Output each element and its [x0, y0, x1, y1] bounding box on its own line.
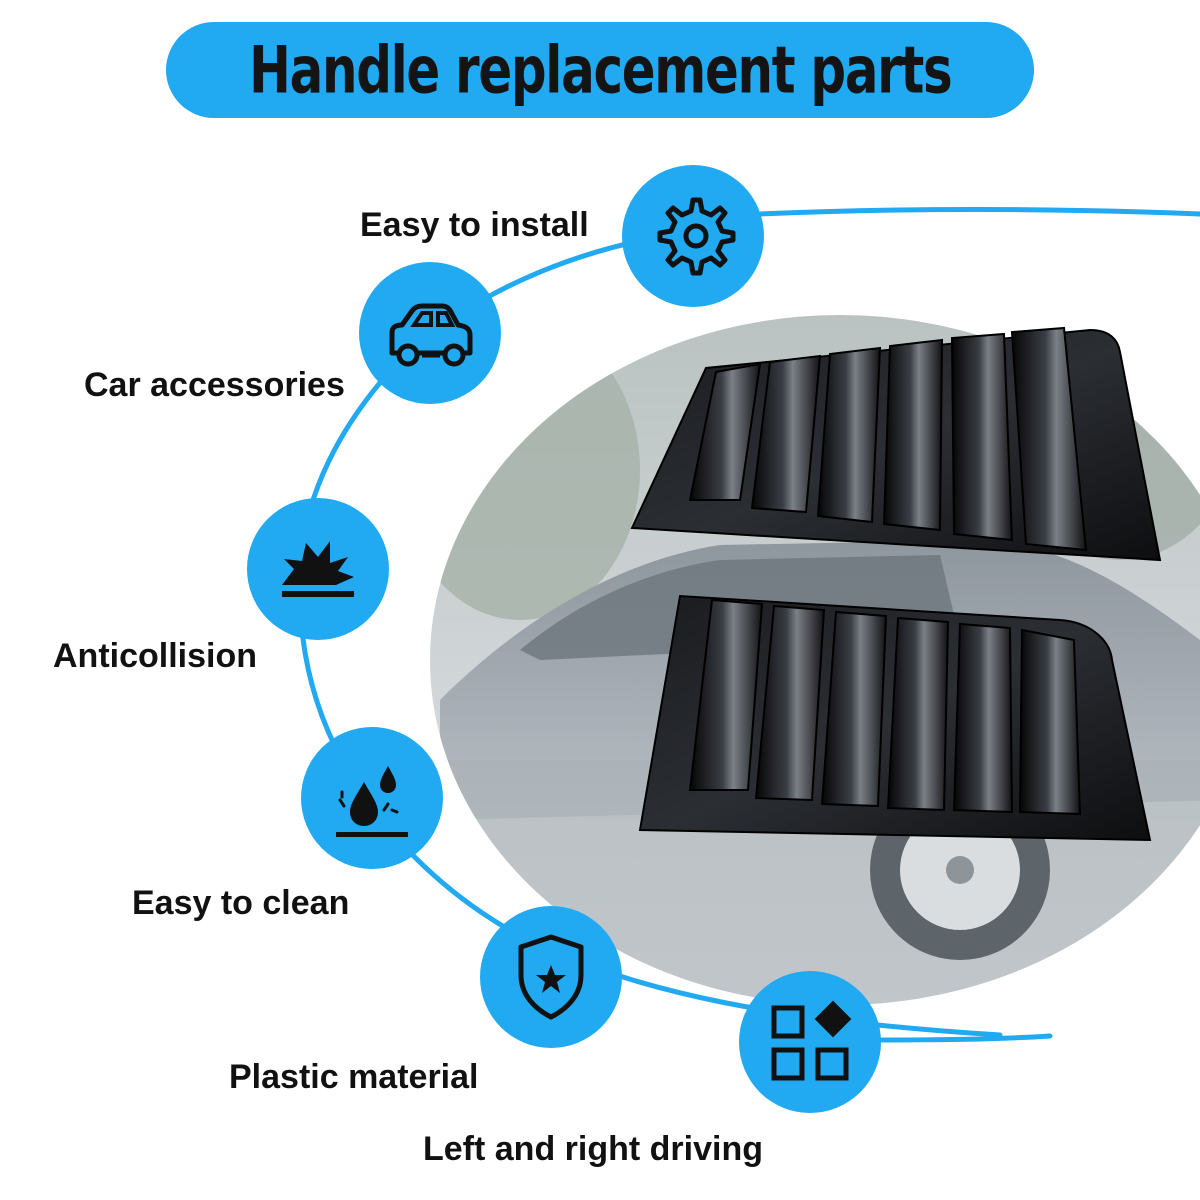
shapes-grid-icon — [771, 1000, 852, 1081]
feature-arc-tail — [877, 1033, 1053, 1043]
shield-star-icon — [518, 934, 584, 1020]
feature-plastic — [480, 906, 622, 1048]
water-drops-icon — [336, 766, 408, 837]
impact-burst-icon — [282, 541, 354, 597]
feature-car — [359, 262, 501, 404]
gear-icon — [657, 197, 736, 276]
feature-anticollision — [247, 498, 389, 640]
page-title: Handle replacement parts — [248, 31, 953, 109]
louver-upper — [630, 326, 1162, 562]
louver-lower — [638, 594, 1152, 842]
feature-label-install: Easy to install — [360, 206, 589, 244]
feature-clean — [301, 727, 443, 869]
feature-driving — [739, 971, 881, 1113]
feature-gear — [622, 165, 764, 307]
feature-arc — [757, 207, 1200, 217]
feature-label-clean: Easy to clean — [132, 884, 350, 922]
car-icon — [389, 303, 473, 367]
feature-label-plastic: Plastic material — [229, 1058, 479, 1096]
feature-label-driving: Left and right driving — [423, 1130, 763, 1168]
title-banner: Handle replacement parts — [166, 22, 1034, 118]
feature-label-car: Car accessories — [84, 366, 345, 404]
feature-label-anticollision: Anticollision — [53, 637, 257, 675]
